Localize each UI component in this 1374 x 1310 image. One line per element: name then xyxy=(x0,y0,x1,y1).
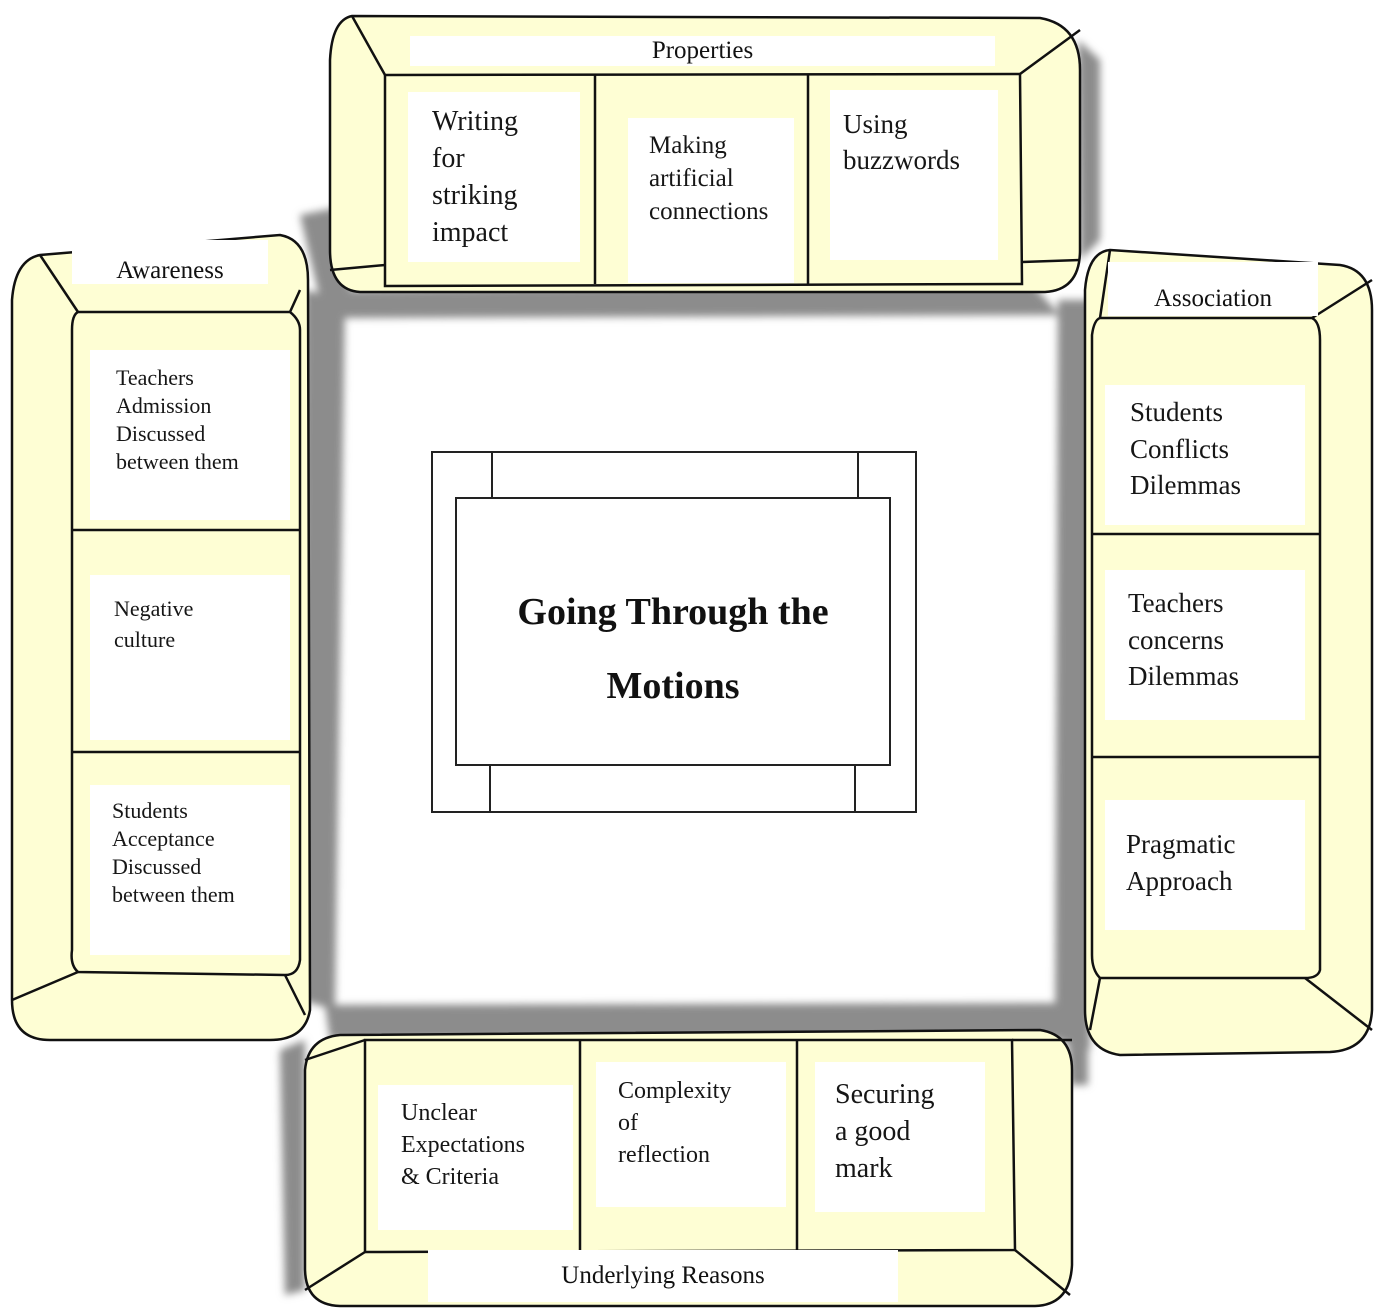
awareness-item-3: Students Acceptance Discussed between th… xyxy=(112,798,235,907)
center-title: Going Through the Motions xyxy=(517,591,829,707)
cell-backgrounds xyxy=(90,90,1305,1230)
underlying-reasons-item-2: Complexity of reflection xyxy=(618,1078,732,1168)
awareness-item-2: Negative culture xyxy=(114,596,194,652)
properties-header: Properties xyxy=(410,36,995,66)
underlying-reasons-header: Underlying Reasons xyxy=(428,1250,898,1302)
underlying-reasons-item-3: Securing a good mark xyxy=(835,1079,935,1185)
properties-item-3: Using buzzwords xyxy=(843,109,960,175)
association-item-1: Students Conflicts Dilemmas xyxy=(1130,397,1241,501)
properties-item-1: Writing for striking impact xyxy=(432,106,518,248)
association-header: Association xyxy=(1108,262,1318,316)
association-item-2: Teachers concerns Dilemmas xyxy=(1128,588,1239,692)
properties-item-2: Making artificial connections xyxy=(649,132,769,225)
awareness-item-1: Teachers Admission Discussed between the… xyxy=(116,365,239,474)
association-item-3: Pragmatic Approach xyxy=(1126,829,1236,896)
center-box xyxy=(431,451,917,813)
underlying-reasons-item-1: Unclear Expectations & Criteria xyxy=(401,1100,525,1190)
awareness-header: Awareness xyxy=(72,240,268,284)
